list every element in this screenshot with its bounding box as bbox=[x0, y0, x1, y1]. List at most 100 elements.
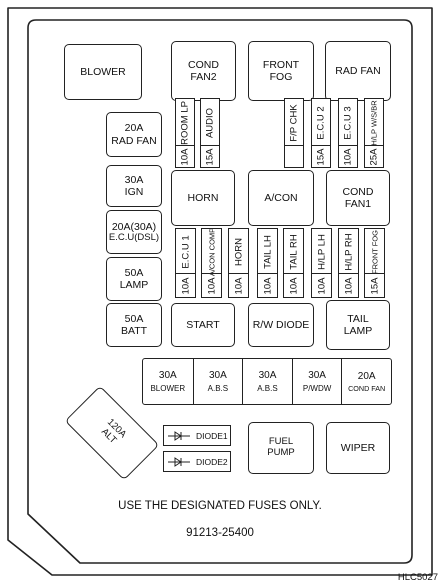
mini-fuse: E.C.U 1 10A bbox=[175, 228, 196, 298]
fuse-amp: 30A bbox=[308, 370, 326, 381]
mini-fuse-name: ROOM LP bbox=[179, 101, 191, 145]
relay-cond-fan2: COND FAN2 bbox=[171, 41, 236, 101]
relay-fuel-pump: FUEL PUMP bbox=[248, 422, 314, 474]
mini-fuse-amp-area: 15A bbox=[312, 145, 330, 167]
mini-fuse-amp-area: 10A bbox=[339, 145, 357, 167]
fuse-name: P/WDW bbox=[302, 384, 332, 393]
fuse-amp: 20A(30A) bbox=[111, 220, 157, 233]
mini-fuse-name: E.C.U 1 bbox=[180, 235, 191, 269]
relay-wiper: WIPER bbox=[326, 422, 390, 474]
relay-label: COND bbox=[342, 185, 374, 198]
mini-fuse-amp-area bbox=[285, 145, 303, 167]
mini-fuse-name-area: A/CON COMP bbox=[202, 228, 221, 277]
fuse-name: BLOWER bbox=[150, 384, 186, 393]
mini-fuse-name-area: H/LP W/S/BR bbox=[365, 99, 383, 147]
mini-fuse-amp: 10A bbox=[206, 277, 217, 294]
relay-label: COND bbox=[188, 58, 219, 71]
mini-fuse: H/LP LH 10A bbox=[311, 228, 332, 298]
mini-fuse: TAIL RH 10A bbox=[283, 228, 304, 298]
mini-fuse-name: TAIL RH bbox=[288, 234, 299, 270]
fuse-amp: 20A bbox=[124, 122, 144, 135]
mini-fuse-name: AUDIO bbox=[204, 107, 216, 139]
relay-label: START bbox=[186, 318, 220, 331]
mini-fuse-amp-area: 10A bbox=[202, 273, 221, 297]
fuse-amp: 20A bbox=[357, 370, 376, 382]
fuse-amp: 50A bbox=[124, 266, 144, 279]
fuse-bottom-1: 30A BLOWER bbox=[143, 359, 193, 404]
mini-fuse-amp-area: 15A bbox=[365, 273, 384, 297]
mini-fuse-amp-area: 25A bbox=[365, 145, 383, 167]
diode-2: DIODE2 bbox=[163, 451, 231, 472]
mini-fuse-amp: 10A bbox=[342, 148, 354, 165]
mini-fuse-name-area: E.C.U 2 bbox=[312, 99, 330, 147]
part-number: 91213-25400 bbox=[186, 527, 254, 539]
relay-rw-diode: R/W DIODE bbox=[248, 303, 314, 347]
mini-fuse-name-area: H/LP RH bbox=[339, 229, 358, 275]
diode-icon bbox=[168, 430, 190, 441]
mini-fuse-name-area: HORN bbox=[229, 229, 248, 275]
mini-fuse-name-area: E.C.U 1 bbox=[176, 229, 195, 275]
mini-fuse-amp: 10A bbox=[288, 277, 299, 294]
relay-cond-fan1: COND FAN1 bbox=[326, 170, 390, 226]
relay-label: FRONT bbox=[262, 58, 300, 71]
relay-label: A/CON bbox=[264, 191, 298, 204]
mini-fuse-name: FRONT FOG bbox=[370, 229, 379, 275]
mini-fuse-name: F/P CHK bbox=[288, 104, 300, 142]
mini-fuse-name: E.C.U 3 bbox=[342, 106, 354, 140]
mini-fuse: E.C.U 3 10A bbox=[338, 98, 358, 168]
mini-fuse: H/LP RH 10A bbox=[338, 228, 359, 298]
mini-fuse-amp-area: 10A bbox=[176, 273, 195, 297]
fuse-name: BATT bbox=[120, 325, 148, 337]
fuse-name: A.B.S bbox=[257, 384, 278, 393]
mini-fuse-amp: 10A bbox=[343, 277, 354, 294]
mini-fuse-amp-area: 10A bbox=[312, 273, 331, 297]
figure-code: HLC5027 bbox=[397, 572, 438, 583]
mini-fuse-amp: 15A bbox=[369, 277, 380, 294]
diode-label: DIODE1 bbox=[196, 430, 228, 441]
mini-fuse-amp-area: 10A bbox=[339, 273, 358, 297]
fuse-amp: 30A bbox=[258, 370, 277, 381]
mini-fuse-amp: 10A bbox=[262, 277, 273, 294]
mini-fuse-name: HORN bbox=[233, 238, 244, 266]
relay-label: R/W DIODE bbox=[252, 318, 310, 331]
diode-icon bbox=[168, 456, 190, 467]
relay-label: BLOWER bbox=[80, 65, 126, 78]
relay-blower: BLOWER bbox=[64, 44, 142, 100]
mini-fuse-name-area: TAIL LH bbox=[258, 229, 277, 275]
fuse-amp: 30A bbox=[208, 370, 227, 381]
fuse-amp: 30A bbox=[158, 370, 177, 381]
relay-label: LAMP bbox=[343, 325, 373, 337]
mini-fuse-name: H/LP LH bbox=[316, 234, 327, 270]
mini-fuse-amp: 10A bbox=[179, 148, 191, 165]
mini-fuse: ROOM LP 10A bbox=[175, 98, 195, 168]
relay-label: TAIL bbox=[347, 312, 369, 325]
fuse-bottom-4: 30A P/WDW bbox=[291, 359, 342, 404]
mini-fuse-amp: 10A bbox=[233, 277, 244, 294]
mini-fuse-amp: 10A bbox=[180, 277, 191, 294]
mini-fuse-name: H/LP RH bbox=[343, 233, 354, 271]
mini-fuse-name: A/CON COMP bbox=[207, 228, 216, 277]
mini-fuse: TAIL LH 10A bbox=[257, 228, 278, 298]
fuse-bottom-3: 30A A.B.S bbox=[242, 359, 292, 404]
relay-label: WIPER bbox=[340, 441, 376, 454]
fuse-amp: 30A bbox=[124, 173, 144, 186]
relay-label: FAN2 bbox=[190, 71, 217, 83]
relay-label: FAN1 bbox=[344, 198, 372, 210]
relay-label: HORN bbox=[187, 191, 219, 204]
mini-fuse-amp-area: 10A bbox=[176, 145, 194, 167]
fuse-name: COND FAN bbox=[348, 383, 386, 393]
relay-horn: HORN bbox=[171, 170, 235, 226]
mini-fuse-amp: 25A bbox=[368, 148, 380, 165]
relay-front-fog: FRONT FOG bbox=[248, 41, 314, 101]
mini-fuse-amp: 10A bbox=[316, 277, 327, 294]
